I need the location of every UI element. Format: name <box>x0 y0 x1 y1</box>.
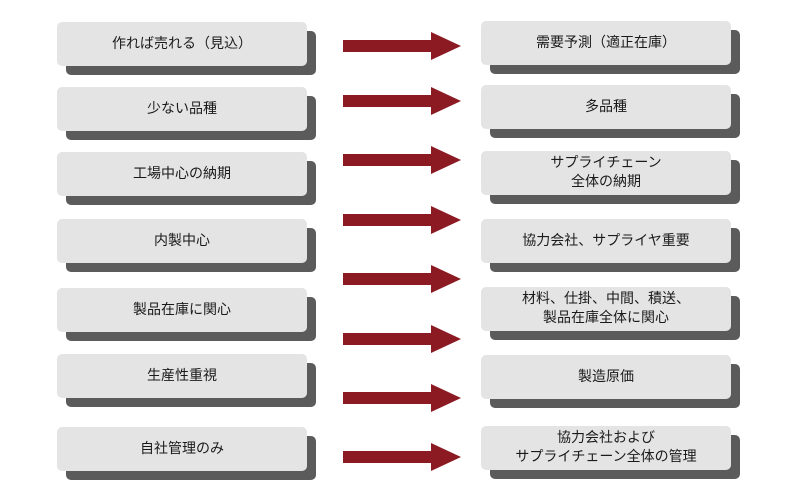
before-label-6: 生産性重視 <box>147 367 217 384</box>
arrow-right-icon <box>343 325 461 353</box>
after-label-1: 需要予測（適正在庫） <box>536 34 676 51</box>
after-box-3: サプライチェーン 全体の納期 <box>481 151 731 195</box>
after-box-4: 協力会社、サプライヤ重要 <box>481 219 731 263</box>
before-box-2: 少ない品種 <box>57 87 307 131</box>
before-box-5: 製品在庫に関心 <box>57 288 307 332</box>
arrow-right-icon <box>343 443 461 471</box>
before-label-4: 内製中心 <box>154 232 210 249</box>
arrow-right-icon <box>343 87 461 115</box>
arrow-right-icon <box>343 384 461 412</box>
before-box-6: 生産性重視 <box>57 354 307 398</box>
before-label-7: 自社管理のみ <box>140 440 224 457</box>
arrow-right-icon <box>343 146 461 174</box>
after-box-2: 多品種 <box>481 85 731 129</box>
before-box-3: 工場中心の納期 <box>57 152 307 196</box>
after-label-4: 協力会社、サプライヤ重要 <box>522 232 690 249</box>
before-box-1: 作れば売れる（見込） <box>57 22 307 66</box>
before-box-7: 自社管理のみ <box>57 427 307 471</box>
arrow-right-icon <box>343 206 461 234</box>
after-box-6: 製造原価 <box>481 355 731 399</box>
before-label-5: 製品在庫に関心 <box>133 301 231 318</box>
before-box-4: 内製中心 <box>57 219 307 263</box>
before-label-2: 少ない品種 <box>147 100 217 117</box>
before-label-1: 作れば売れる（見込） <box>112 35 252 52</box>
after-box-7: 協力会社および サプライチェーン全体の管理 <box>481 426 731 470</box>
after-box-1: 需要予測（適正在庫） <box>481 21 731 65</box>
after-label-3: サプライチェーン 全体の納期 <box>550 155 662 190</box>
after-box-5: 材料、仕掛、中間、積送、 製品在庫全体に関心 <box>481 287 731 331</box>
after-label-5: 材料、仕掛、中間、積送、 製品在庫全体に関心 <box>522 291 690 326</box>
before-label-3: 工場中心の納期 <box>133 165 231 182</box>
after-label-6: 製造原価 <box>578 368 634 385</box>
arrow-right-icon <box>343 265 461 293</box>
after-label-7: 協力会社および サプライチェーン全体の管理 <box>515 430 697 465</box>
after-label-2: 多品種 <box>585 98 627 115</box>
arrow-right-icon <box>343 32 461 60</box>
